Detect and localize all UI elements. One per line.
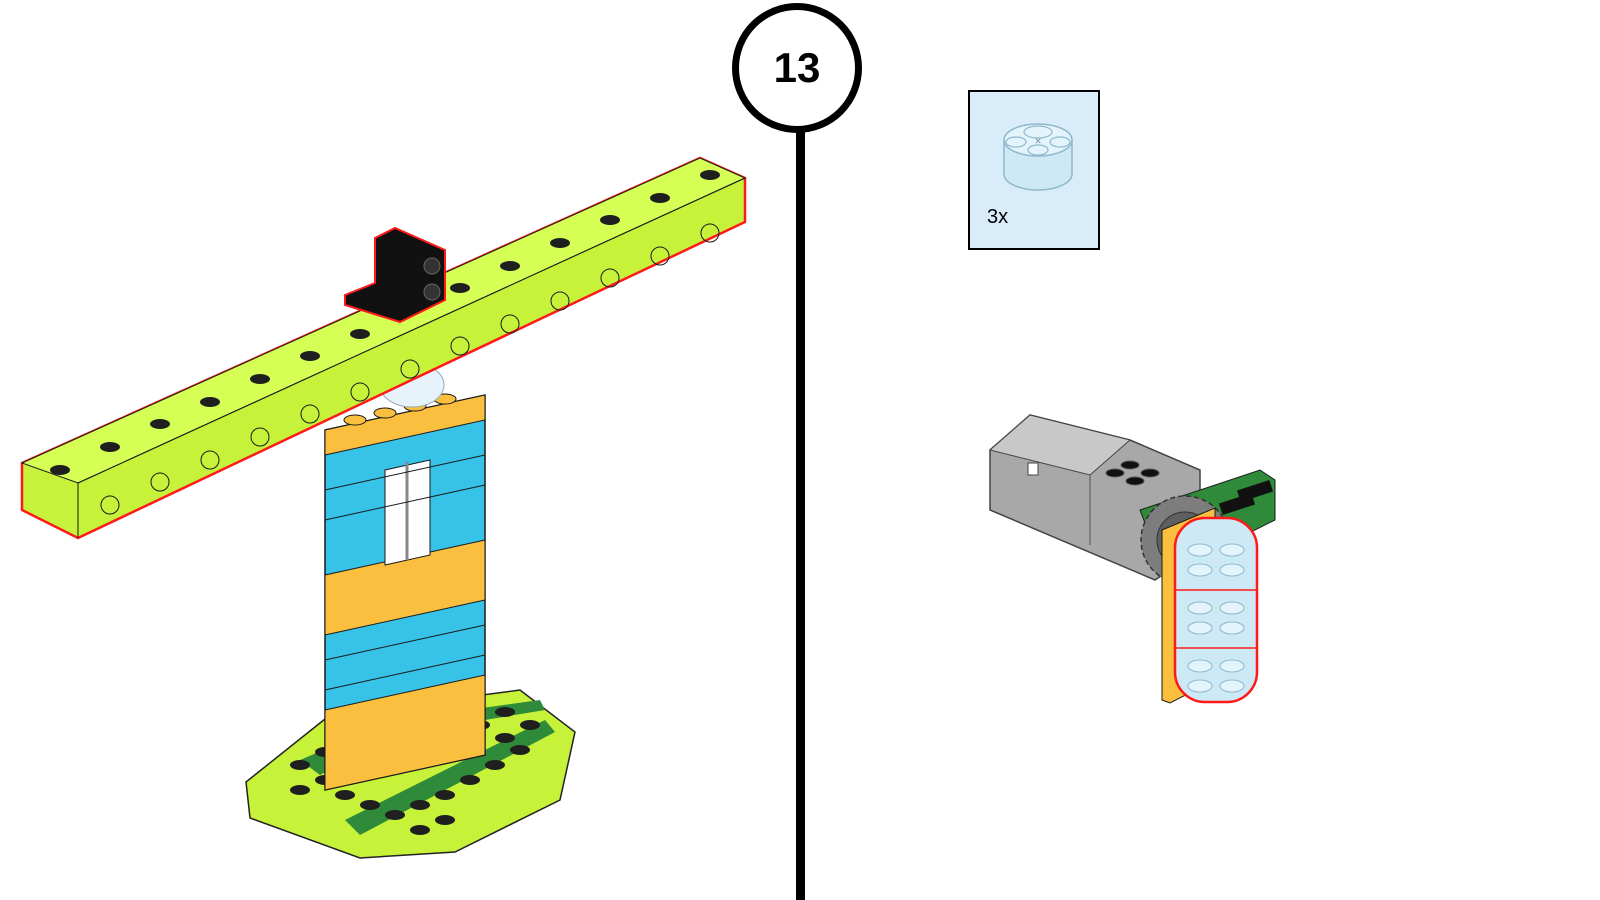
part-quantity: 3x (987, 206, 1009, 228)
parts-callout: ✕ 3x (968, 90, 1100, 250)
crane-assembly (20, 156, 747, 859)
svg-text:✕: ✕ (1034, 136, 1042, 146)
motor-subassembly (988, 414, 1276, 704)
tower (324, 362, 486, 791)
step-number-badge: 13 (732, 3, 862, 133)
black-pins (1218, 480, 1274, 515)
transparent-round-bricks (1173, 516, 1259, 704)
step-number: 13 (773, 44, 821, 91)
black-connector (344, 226, 446, 324)
step-divider-line (796, 132, 805, 900)
transparent-round-brick-icon: ✕ (1003, 123, 1073, 191)
lime-beam (20, 156, 747, 540)
